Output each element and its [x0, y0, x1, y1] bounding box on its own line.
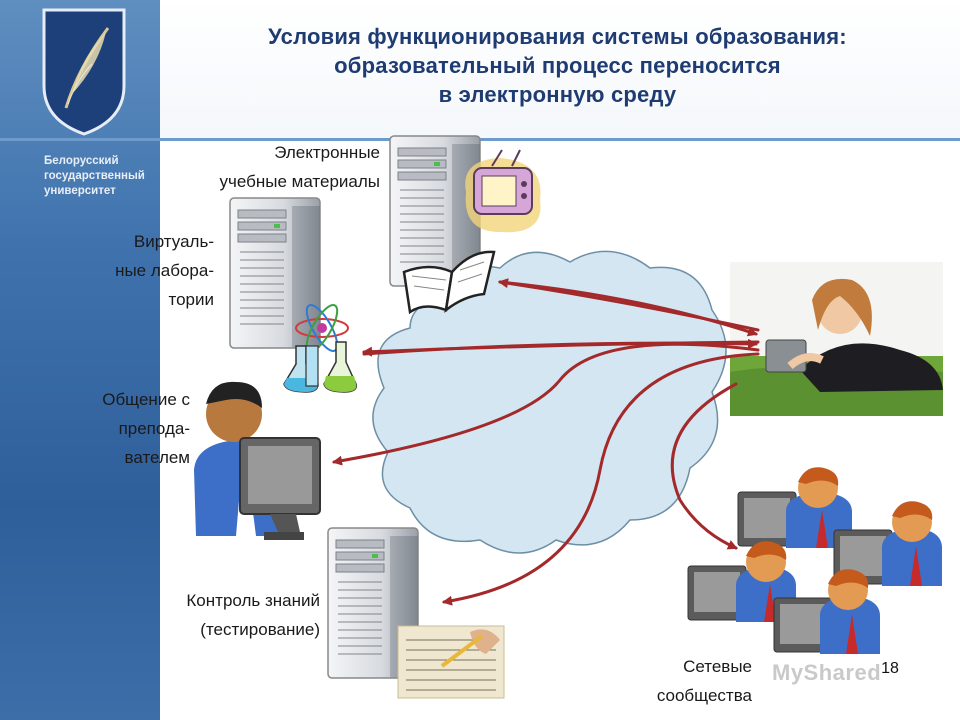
watermark: MyShared [772, 660, 882, 685]
student-photo [730, 262, 943, 416]
label-line: ные лабора- [115, 261, 214, 280]
slide-title: Условия функционирования системы образов… [165, 22, 950, 109]
label-line: сообщества [656, 686, 752, 705]
label-line: вателем [124, 448, 190, 467]
atom-flask-icon [283, 304, 357, 393]
label-line: Сетевые [683, 657, 752, 676]
label-line: Контроль знаний [186, 591, 320, 610]
label-materials: Электронные учебные материалы [168, 138, 380, 196]
label-line: (тестирование) [200, 620, 320, 639]
tv-icon [465, 149, 541, 233]
arrow-to-community [670, 382, 738, 550]
arrow-to-student-2 [362, 338, 758, 356]
label-labs: Виртуаль- ные лабора- тории [100, 227, 214, 314]
title-band [160, 0, 960, 140]
network-community-icon [687, 467, 942, 654]
label-line: препода- [118, 419, 190, 438]
arrow-to-control [442, 352, 760, 606]
label-line: тории [168, 290, 215, 309]
test-paper-icon [397, 625, 505, 699]
arrow-to-teacher [332, 342, 760, 466]
arrow-to-student [498, 280, 758, 337]
label-line: учебные материалы [219, 172, 380, 191]
university-name-line: Белорусский [44, 155, 119, 167]
page-number: 18 [881, 660, 899, 677]
label-control: Контроль знаний (тестирование) [130, 586, 320, 644]
university-crest-icon [42, 8, 126, 136]
book-icon [402, 250, 496, 315]
label-line: Общение с [102, 390, 190, 409]
label-line: Электронные [274, 143, 380, 162]
university-name: Белорусский государственный университет [44, 154, 154, 199]
teacher-computer-icon [194, 381, 321, 540]
label-line: Виртуаль- [133, 232, 214, 251]
label-community: Сетевые сообщества [610, 652, 752, 710]
sidebar-band: Белорусский государственный университет [0, 0, 160, 720]
university-name-line: университет [44, 185, 116, 197]
title-line: Условия функционирования системы образов… [268, 24, 847, 49]
label-teacher: Общение с препода- вателем [60, 385, 190, 472]
title-line: в электронную среду [438, 82, 677, 107]
network-cloud [372, 250, 727, 554]
server-icon [229, 197, 321, 349]
title-line: образовательный процесс переносится [334, 53, 781, 78]
university-name-line: государственный [44, 170, 145, 182]
